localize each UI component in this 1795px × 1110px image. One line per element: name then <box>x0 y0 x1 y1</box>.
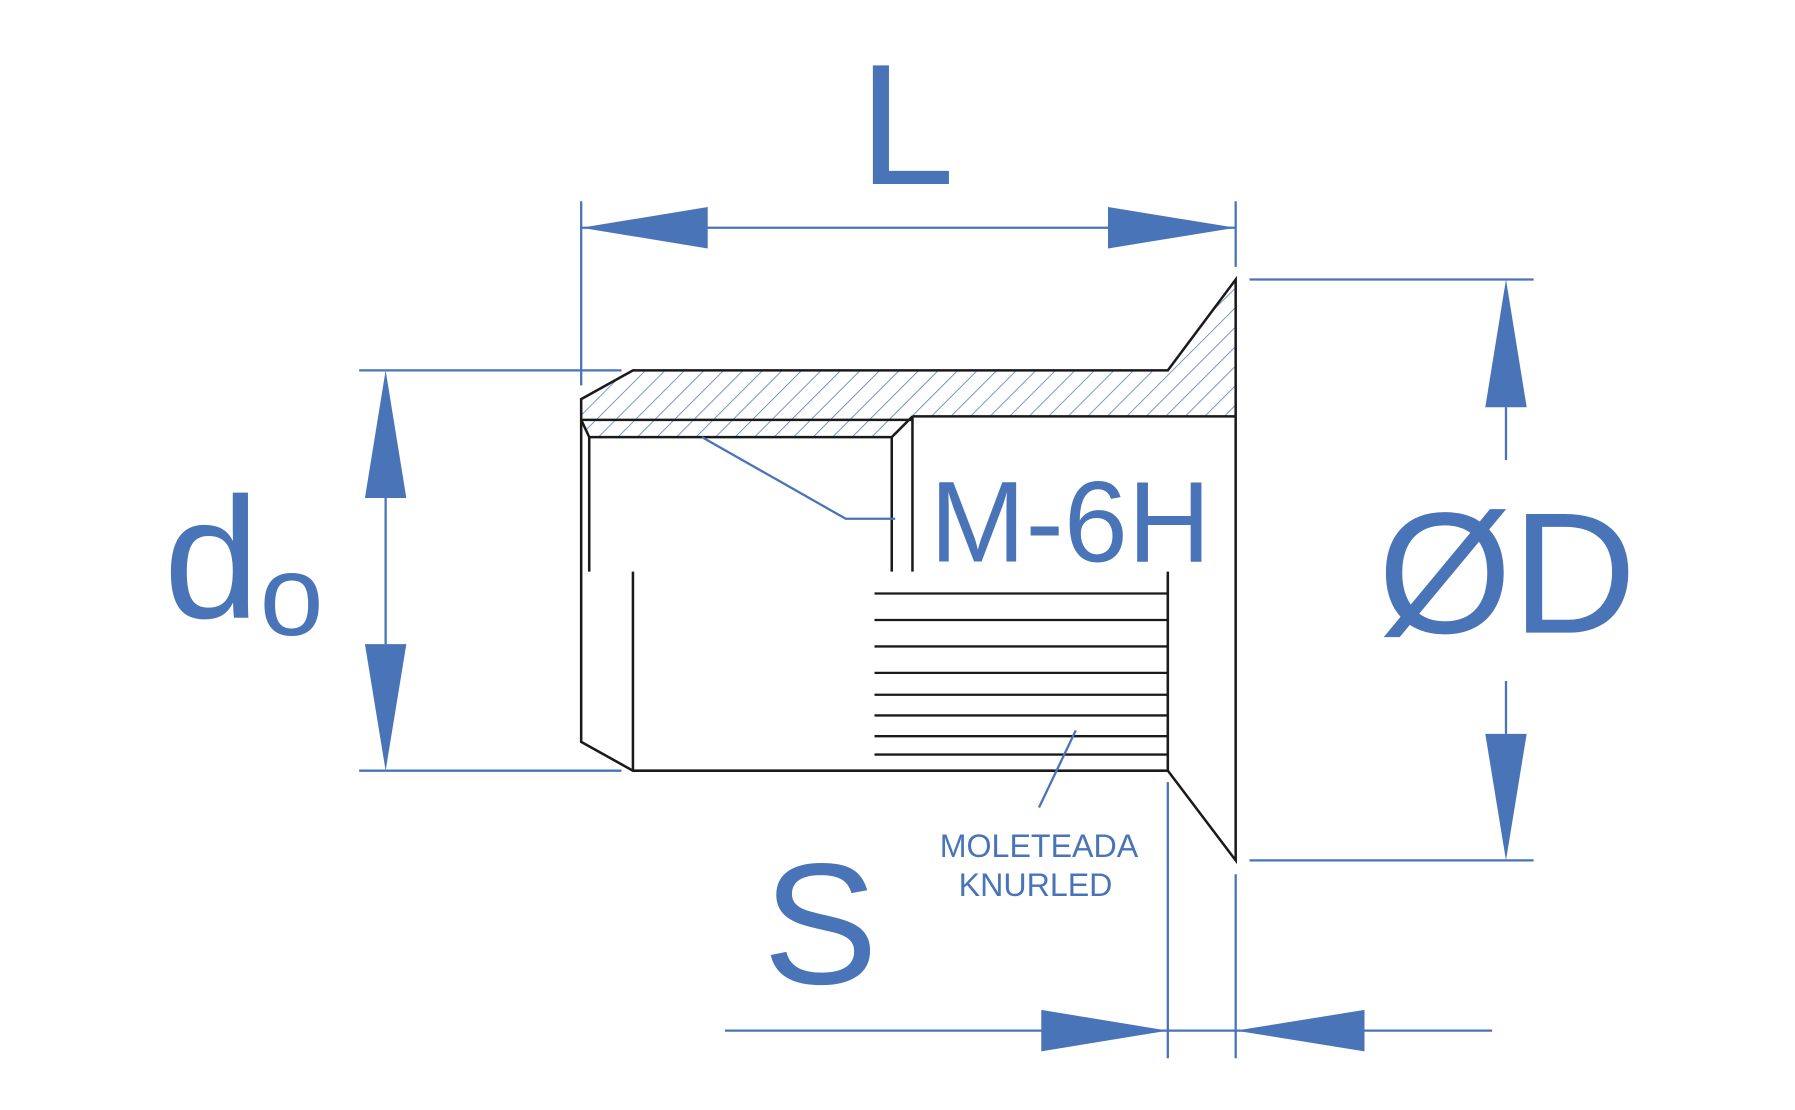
head-thickness-label: S <box>763 827 878 1020</box>
head-thickness-dimension: S <box>724 782 1493 1059</box>
thread-callout: M-6H <box>701 436 1211 586</box>
arrowhead <box>581 207 708 249</box>
hole-diameter-label: do <box>164 462 324 660</box>
knurl-callout: MOLETEADA KNURLED <box>940 729 1139 903</box>
arrowhead <box>1485 733 1527 861</box>
head-diameter-label: ØD <box>1378 477 1637 670</box>
arrowhead <box>1041 1009 1168 1052</box>
knurled-label-en: KNURLED <box>959 867 1113 903</box>
arrowhead <box>364 370 407 499</box>
knurl-lines <box>874 592 1168 756</box>
arrowhead <box>364 644 407 771</box>
length-label: L <box>859 28 955 221</box>
knurled-label-es: MOLETEADA <box>940 828 1139 864</box>
arrowhead <box>1235 1009 1365 1052</box>
head-diameter-dimension: ØD <box>1249 278 1637 862</box>
arrowhead <box>1107 207 1236 249</box>
hole-diameter-dimension: do <box>164 369 622 772</box>
length-dimension: L <box>580 28 1237 386</box>
hatched-section <box>581 279 1236 438</box>
arrowhead <box>1485 279 1527 408</box>
rivet-nut-body <box>579 275 1237 865</box>
thread-label: M-6H <box>930 458 1211 586</box>
